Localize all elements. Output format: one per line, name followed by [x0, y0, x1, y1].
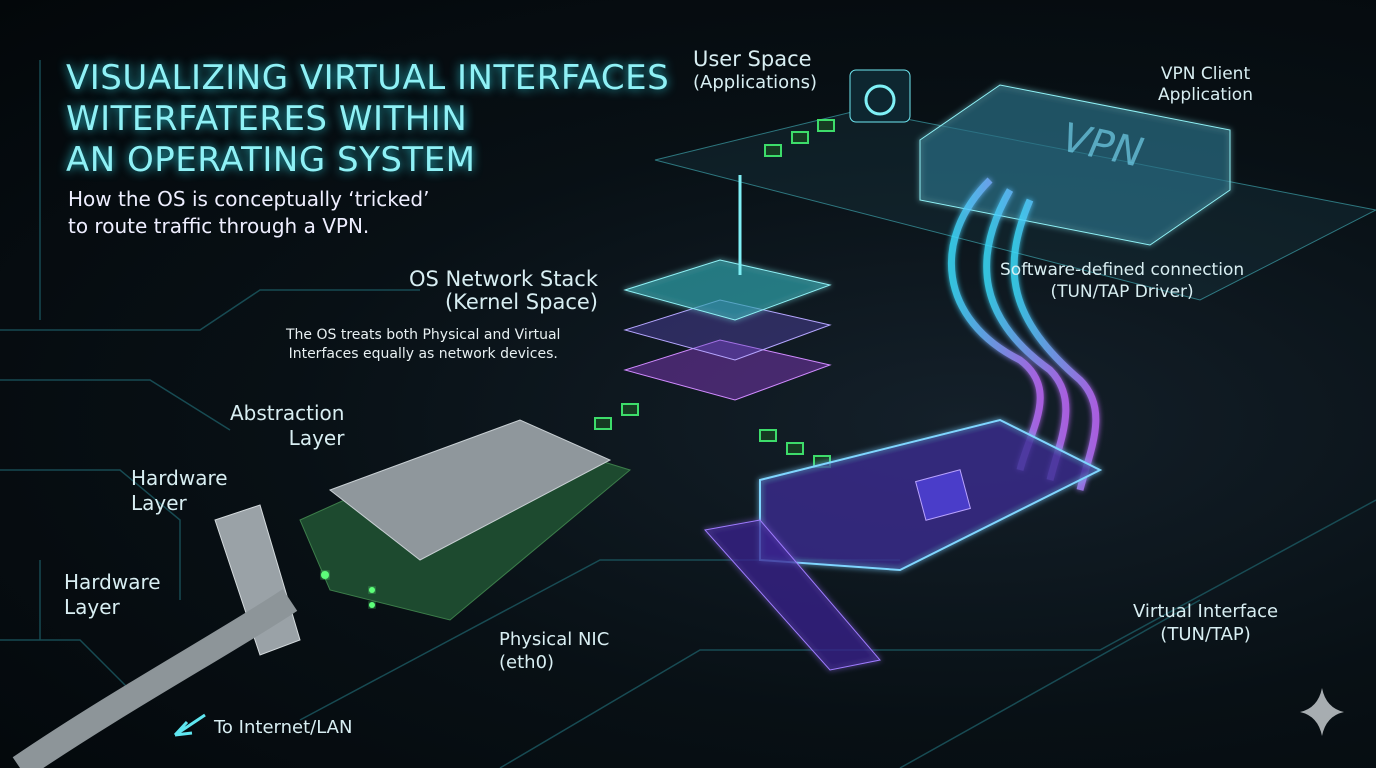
label-line: User Space — [693, 47, 812, 71]
label-line: (TUN/TAP Driver) — [1050, 282, 1194, 302]
label-hardware-layer-2: Hardware Layer — [64, 570, 161, 620]
label-user-space: User Space (Applications) — [693, 48, 817, 94]
label-line: Hardware — [131, 466, 228, 490]
packets — [594, 119, 835, 468]
label-line: OS Network Stack — [408, 267, 598, 291]
os-network-stack — [623, 259, 832, 401]
label-line: Layer — [131, 491, 187, 515]
label-line: Application — [1158, 85, 1253, 105]
label-hardware-layer-1: Hardware Layer — [131, 466, 228, 516]
title-line-2: WITERFATERES WITHIN — [66, 99, 468, 139]
label-line: Interfaces equally as network devices. — [288, 346, 558, 362]
label-virtual-interface: Virtual Interface (TUN/TAP) — [1133, 600, 1278, 646]
label-physical-nic: Physical NIC (eth0) — [499, 628, 609, 674]
subtitle-line-1: How the OS is conceptually ‘tricked’ — [68, 187, 430, 211]
label-os-stack: OS Network Stack (Kernel Space) — [409, 268, 598, 314]
subtitle-line-2: to route traffic through a VPN. — [68, 214, 370, 238]
internet-arrow — [173, 713, 206, 737]
circuit-traces — [0, 60, 1376, 768]
sparkle-icon — [1300, 688, 1344, 736]
label-os-note: The OS treats both Physical and Virtual … — [286, 326, 560, 364]
label-line: Layer — [64, 595, 120, 619]
label-abstraction-layer: Abstraction Layer — [230, 401, 344, 451]
subtitle: How the OS is conceptually ‘tricked’ to … — [68, 186, 429, 240]
label-internet: To Internet/LAN — [214, 717, 353, 738]
label-line: (TUN/TAP) — [1160, 624, 1251, 645]
label-software-connection: Software-defined connection (TUN/TAP Dri… — [1000, 259, 1244, 303]
label-line: (Applications) — [693, 72, 817, 93]
label-line: VPN Client — [1160, 64, 1251, 84]
label-line: (Kernel Space) — [444, 290, 598, 314]
title-line-1: VISUALIZING VIRTUAL INTERFACES — [66, 58, 670, 98]
label-line: Virtual Interface — [1133, 601, 1279, 622]
tun-tap-cables — [947, 177, 1100, 491]
browser-app-icon — [849, 69, 911, 123]
title-line-3: AN OPERATING SYSTEM — [66, 140, 476, 180]
virtual-nic-card — [704, 418, 1103, 671]
label-line: Physical NIC — [499, 629, 610, 650]
page-title: VISUALIZING VIRTUAL INTERFACES WITERFATE… — [66, 58, 669, 181]
label-line: Layer — [288, 426, 345, 450]
ethernet-cable — [12, 589, 298, 768]
label-line: Hardware — [64, 570, 161, 594]
label-line: The OS treats both Physical and Virtual — [286, 327, 561, 343]
label-line: (eth0) — [499, 652, 555, 673]
vpn-client-box: VPN — [919, 84, 1231, 246]
label-line: Abstraction — [230, 401, 345, 425]
label-vpn-client: VPN Client Application — [1158, 64, 1253, 106]
label-line: Software-defined connection — [1000, 260, 1245, 280]
